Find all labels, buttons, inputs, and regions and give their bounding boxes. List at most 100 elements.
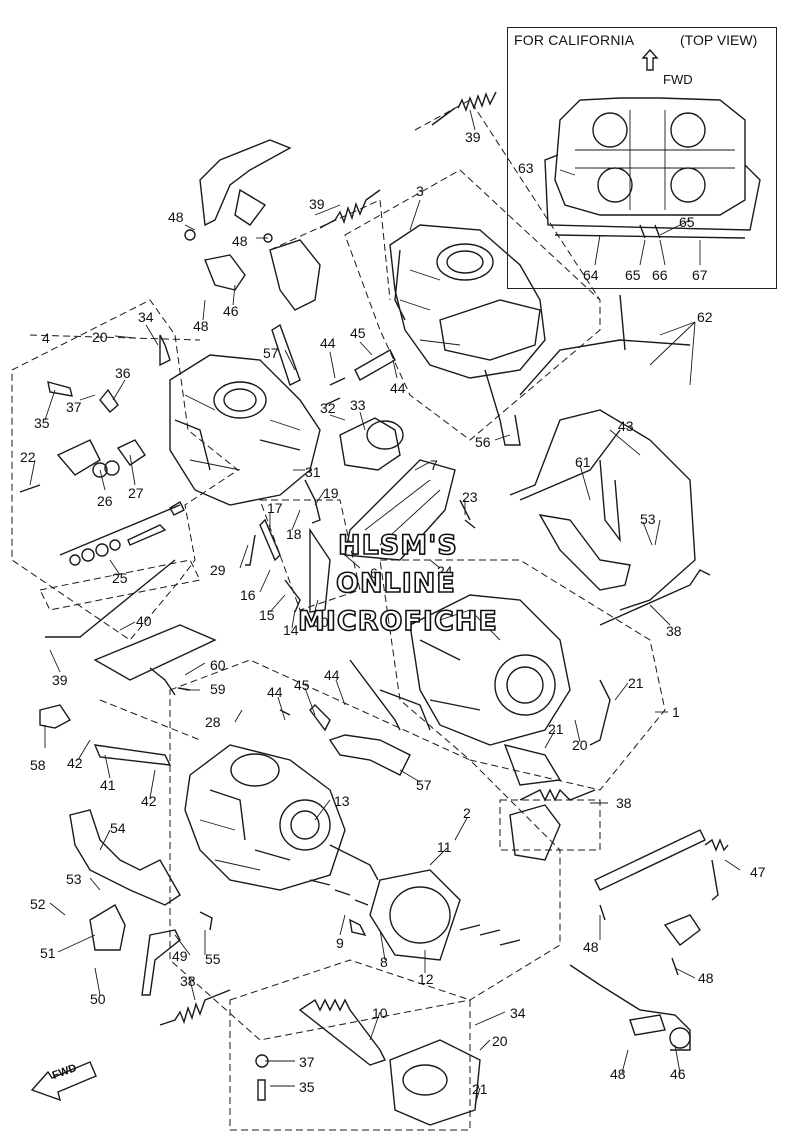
callout-48d: 48 xyxy=(583,939,599,955)
needle-jet-parts xyxy=(19,381,185,566)
callout-20b: 20 xyxy=(572,737,588,753)
callout-36: 36 xyxy=(115,365,131,381)
callout-50: 50 xyxy=(90,991,106,1007)
lower-left-brackets xyxy=(39,704,213,996)
callout-53a: 53 xyxy=(640,511,656,527)
callout-37a: 37 xyxy=(66,399,82,415)
callout-39c: 39 xyxy=(52,672,68,688)
throttle-shaft-right xyxy=(569,829,729,1051)
california-carb-top-view xyxy=(544,48,761,239)
callout-4: 4 xyxy=(42,330,50,346)
callout-46b: 46 xyxy=(670,1066,686,1082)
carburetor-1 xyxy=(349,594,611,786)
callout-20c: 20 xyxy=(492,1033,508,1049)
piston-and-cover xyxy=(324,397,456,561)
callout-64: 64 xyxy=(583,267,599,283)
callout-66: 66 xyxy=(652,267,668,283)
callout-48f: 48 xyxy=(610,1066,626,1082)
callout-35b: 35 xyxy=(299,1079,315,1095)
callout-39: 39 xyxy=(465,129,481,145)
callout-48b: 48 xyxy=(232,233,248,249)
callout-9: 9 xyxy=(336,935,344,951)
lower-diaphragm-parts xyxy=(298,869,521,1126)
middle-springs xyxy=(279,704,596,861)
callout-46a: 46 xyxy=(223,303,239,319)
callout-25: 25 xyxy=(112,570,128,586)
callout-31: 31 xyxy=(305,464,321,480)
callout-52: 52 xyxy=(30,896,46,912)
callout-54: 54 xyxy=(110,820,126,836)
callout-53b: 53 xyxy=(66,871,82,887)
fwd-direction-arrow-icon xyxy=(30,1061,97,1102)
callout-35a: 35 xyxy=(34,415,50,431)
callout-24: 24 xyxy=(437,563,453,579)
callout-37b: 37 xyxy=(299,1054,315,1070)
callout-65b: 65 xyxy=(625,267,641,283)
callout-62: 62 xyxy=(697,309,713,325)
callout-48a: 48 xyxy=(168,209,184,225)
callout-8: 8 xyxy=(380,954,388,970)
callout-14: 14 xyxy=(283,622,299,638)
callout-44a: 44 xyxy=(320,335,336,351)
callout-45b: 45 xyxy=(294,677,310,693)
callout-3: 3 xyxy=(416,183,424,199)
callout-13: 13 xyxy=(334,793,350,809)
callout-58: 58 xyxy=(30,757,46,773)
callout-55: 55 xyxy=(205,951,221,967)
callout-65a: 65 xyxy=(679,214,695,230)
callout-30: 30 xyxy=(313,614,329,630)
callout-38c: 38 xyxy=(180,973,196,989)
callout-38a: 38 xyxy=(666,623,682,639)
callout-6: 6 xyxy=(370,565,378,581)
callout-11: 11 xyxy=(437,839,452,855)
callout-33: 33 xyxy=(350,397,366,413)
california-inset-title: FOR CALIFORNIA xyxy=(514,32,635,48)
throttle-bracket xyxy=(184,139,321,386)
watermark-line-1: HLSM'S xyxy=(337,529,458,562)
assembly-boundaries xyxy=(11,99,666,1131)
callout-44b: 44 xyxy=(390,380,406,396)
callout-18: 18 xyxy=(286,526,302,542)
carburetor-3 xyxy=(389,224,546,446)
callout-21a: 21 xyxy=(628,675,644,691)
callout-27: 27 xyxy=(128,485,144,501)
callout-15: 15 xyxy=(259,607,275,623)
callout-34a: 34 xyxy=(138,309,154,325)
callout-17: 17 xyxy=(267,500,283,516)
callout-23: 23 xyxy=(462,489,478,505)
callout-21b: 21 xyxy=(548,721,564,737)
callout-26: 26 xyxy=(97,493,113,509)
california-inset-view-label: (TOP VIEW) xyxy=(680,32,758,48)
callout-22: 22 xyxy=(20,449,36,465)
callout-2: 2 xyxy=(463,805,471,821)
callout-21c: 21 xyxy=(472,1081,488,1097)
callout-57a: 57 xyxy=(263,345,279,361)
screws-center xyxy=(245,479,476,613)
callout-48e: 48 xyxy=(698,970,714,986)
callout-49: 49 xyxy=(172,948,188,964)
callout-45a: 45 xyxy=(350,325,366,341)
bottom-left-springs xyxy=(159,989,269,1101)
callout-39b: 39 xyxy=(309,196,325,212)
watermark-line-2: ONLINE xyxy=(335,567,456,600)
leader-lines xyxy=(29,109,741,1106)
callout-44c: 44 xyxy=(267,684,283,700)
callout-10: 10 xyxy=(372,1005,388,1021)
california-inset-frame xyxy=(507,27,777,289)
inset-fwd-label: FWD xyxy=(663,72,693,87)
throttle-cables xyxy=(509,294,711,626)
watermark-line-3: MICROFICHE xyxy=(297,605,498,638)
callout-42b: 42 xyxy=(141,793,157,809)
callout-56: 56 xyxy=(475,434,491,450)
callout-61: 61 xyxy=(575,454,591,470)
callout-63: 63 xyxy=(518,160,534,176)
callout-29: 29 xyxy=(210,562,226,578)
callout-32: 32 xyxy=(320,400,336,416)
callout-59: 59 xyxy=(210,681,226,697)
callout-42a: 42 xyxy=(67,755,83,771)
carburetor-4 xyxy=(99,334,321,506)
callout-34b: 34 xyxy=(510,1005,526,1021)
top-springs xyxy=(319,91,497,386)
